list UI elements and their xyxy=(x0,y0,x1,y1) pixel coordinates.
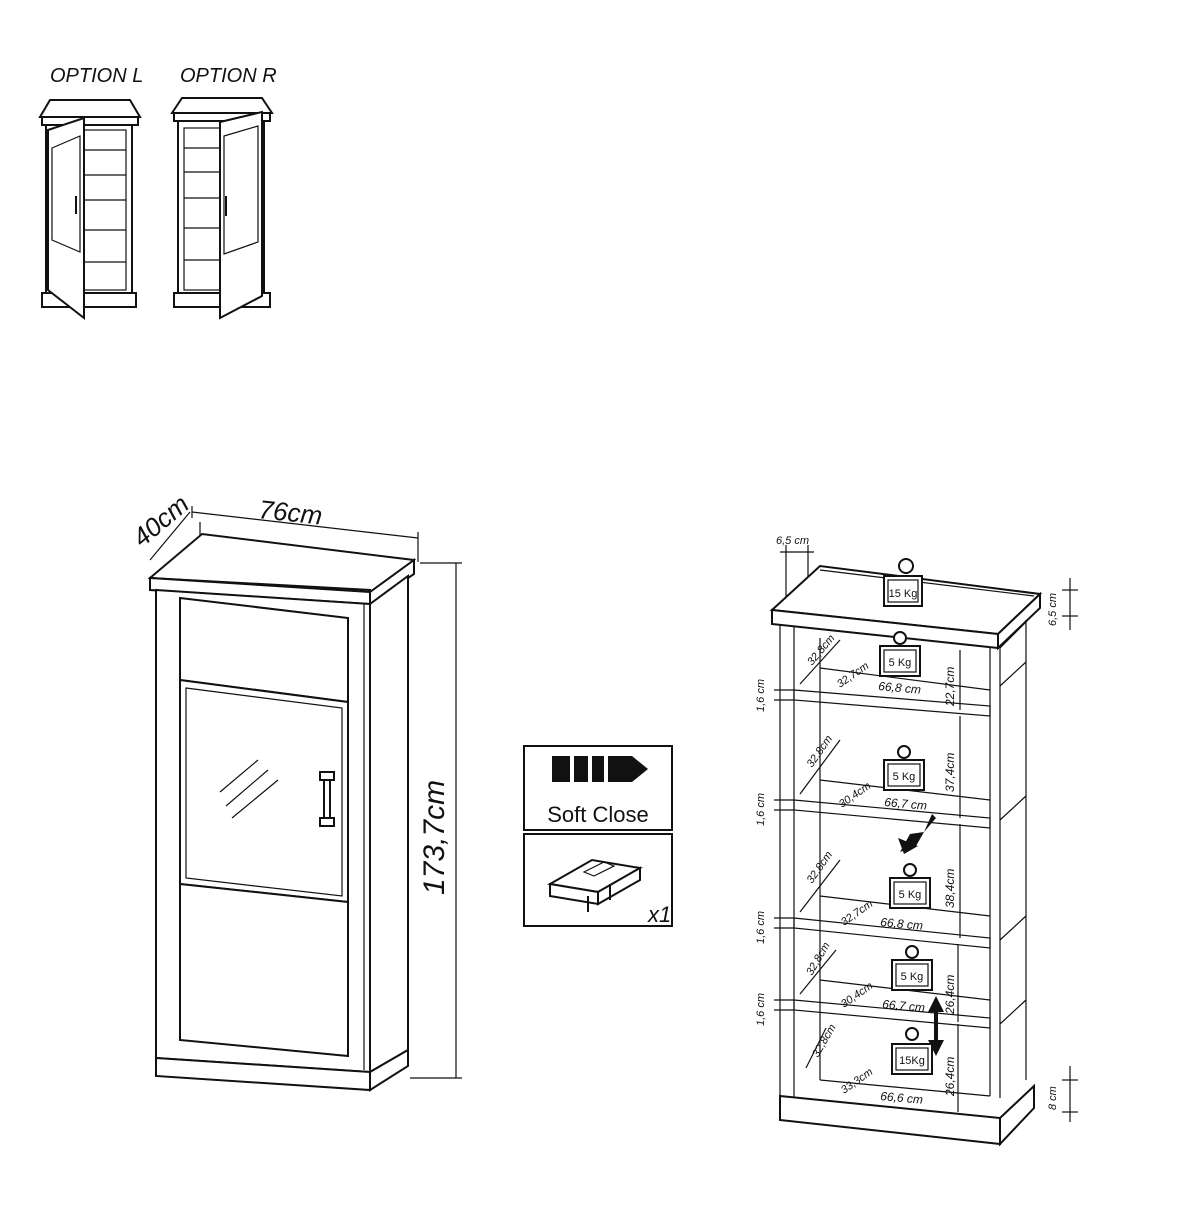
compartment-1-height: 22,7cm xyxy=(943,667,957,707)
soft-close-feature: Soft Close x1 xyxy=(523,745,673,927)
top-load-weight: 15 Kg xyxy=(883,558,923,607)
option-left-label: OPTION L xyxy=(50,65,143,87)
top-load-label: 15 Kg xyxy=(889,588,918,600)
soft-close-label: Soft Close xyxy=(547,802,649,827)
shelf-thickness-4: 1,6 cm xyxy=(755,993,767,1026)
top-offset-dimension: 6,5 cm xyxy=(776,535,814,604)
compartment-1-depth-outer: 32,8cm xyxy=(805,633,837,668)
compartment-2-height: 37,4cm xyxy=(943,753,957,792)
option-right-label: OPTION R xyxy=(180,65,277,87)
shelf-thickness-2: 1,6 cm xyxy=(755,793,767,826)
soft-close-arrow-icon xyxy=(552,756,648,782)
option-right-cabinet-drawing xyxy=(170,97,274,320)
compartment-3-width: 66,8 cm xyxy=(880,915,924,933)
compartment-3-height: 38,4cm xyxy=(943,869,957,908)
depth-label: 40cm xyxy=(127,489,195,553)
hinge-quantity: x1 xyxy=(647,902,671,927)
base-height-dimension: 8 cm xyxy=(1047,1066,1078,1122)
compartment-1-load: 5 Kg xyxy=(889,657,912,669)
compartment-4-height: 26,4cm xyxy=(943,975,957,1015)
inner-view-cabinet: 6,5 cm 6,5 cm 8 cm xyxy=(755,535,1078,1147)
compartment-1-depth-inner: 32,7cm xyxy=(835,660,871,691)
cornice-height-dimension: 6,5 cm xyxy=(1047,578,1078,630)
option-left-cabinet-drawing xyxy=(38,99,142,321)
shelf-thickness-dimensions: 1,6 cm 1,6 cm 1,6 cm 1,6 cm xyxy=(755,679,794,1026)
compartment-5-depth-inner: 33,3cm xyxy=(839,1066,875,1097)
height-label: 173,7cm xyxy=(418,780,451,895)
compartment-4-width: 66,7 cm xyxy=(882,997,926,1015)
compartment-4-load: 5 Kg xyxy=(901,971,924,983)
top-offset-label: 6,5 cm xyxy=(776,535,809,547)
compartment-4: 5 Kg 32,8cm 30,4cm 66,7 cm 26,4cm xyxy=(799,940,959,1022)
height-dimension: 173,7cm xyxy=(410,562,462,1079)
width-label: 76cm xyxy=(257,494,323,530)
adjust-shelf-arrow-icon xyxy=(928,996,944,1056)
door-handle xyxy=(319,771,335,827)
base-height-label: 8 cm xyxy=(1047,1086,1059,1110)
shelf-thickness-3: 1,6 cm xyxy=(755,911,767,944)
compartment-5-load: 15Kg xyxy=(899,1055,925,1067)
compartment-5-depth-outer: 32,8cm xyxy=(810,1022,838,1059)
compartment-1: 5 Kg 32,8cm 32,7cm 66,8 cm 22,7cm xyxy=(799,631,961,710)
compartment-2-width: 66,7 cm xyxy=(884,795,928,813)
compartment-2-load: 5 Kg xyxy=(893,771,916,783)
compartment-5-height: 26,4cm xyxy=(943,1057,957,1097)
cornice-height-label: 6,5 cm xyxy=(1047,593,1059,626)
compartment-1-width: 66,8 cm xyxy=(878,679,922,697)
shelf-thickness-1: 1,6 cm xyxy=(755,679,767,712)
option-right: OPTION R xyxy=(170,65,277,320)
pull-out-arrow-icon xyxy=(898,814,936,854)
option-left: OPTION L xyxy=(38,65,143,321)
hinge-clip-icon xyxy=(547,858,643,912)
compartment-3-load: 5 Kg xyxy=(899,889,922,901)
width-dimension: 76cm xyxy=(191,494,419,562)
compartment-5-width: 66,6 cm xyxy=(880,1089,924,1107)
front-view-cabinet: 76cm 40cm 173,7cm xyxy=(127,489,462,1092)
